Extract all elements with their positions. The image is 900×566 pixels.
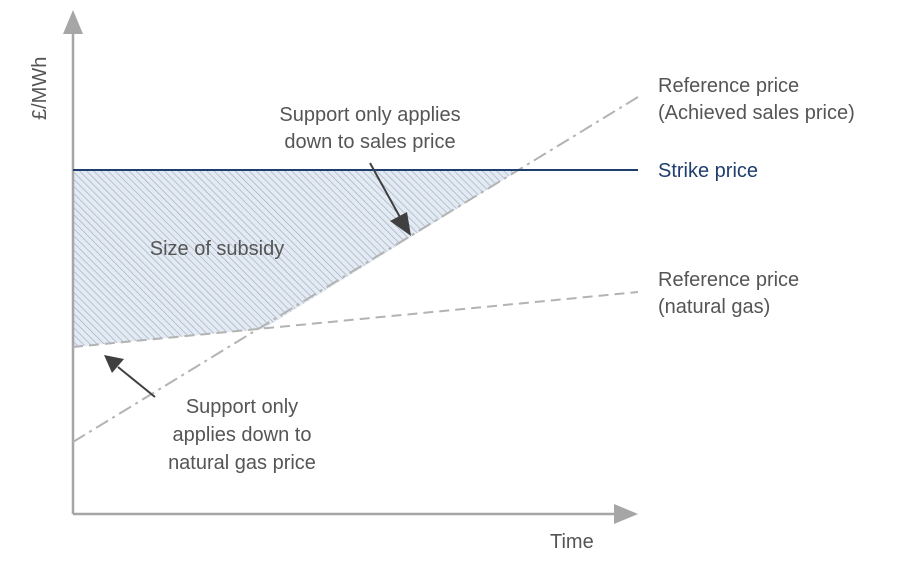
subsidy-label: Size of subsidy (150, 238, 285, 260)
gas-annotation-line3: natural gas price (168, 452, 316, 474)
gas-annotation-line1: Support only (186, 396, 298, 418)
gas-annotation-line2: applies down to (173, 424, 312, 446)
reference-gas-line (72, 291, 639, 348)
reference-sales-label-line2: (Achieved sales price) (658, 102, 855, 124)
y-axis-label: £/MWh (29, 57, 51, 120)
reference-sales-line (72, 96, 639, 443)
sales-annotation-line1: Support only applies (279, 104, 460, 126)
subsidy-area (73, 170, 519, 347)
x-axis-label: Time (550, 531, 594, 553)
reference-sales-label-line1: Reference price (658, 75, 799, 97)
reference-gas-label-line2: (natural gas) (658, 296, 770, 318)
strike-price-label: Strike price (658, 160, 758, 182)
x-axis-arrowhead (614, 504, 638, 524)
gas-annotation-arrow-shaft (117, 366, 156, 398)
gas-annotation-arrowhead (104, 355, 124, 373)
y-axis-arrowhead (63, 10, 83, 34)
sales-annotation-arrow-shaft (369, 162, 402, 220)
sales-annotation-arrowhead (390, 212, 411, 236)
reference-gas-label-line1: Reference price (658, 269, 799, 291)
sales-annotation-line2: down to sales price (284, 131, 455, 153)
